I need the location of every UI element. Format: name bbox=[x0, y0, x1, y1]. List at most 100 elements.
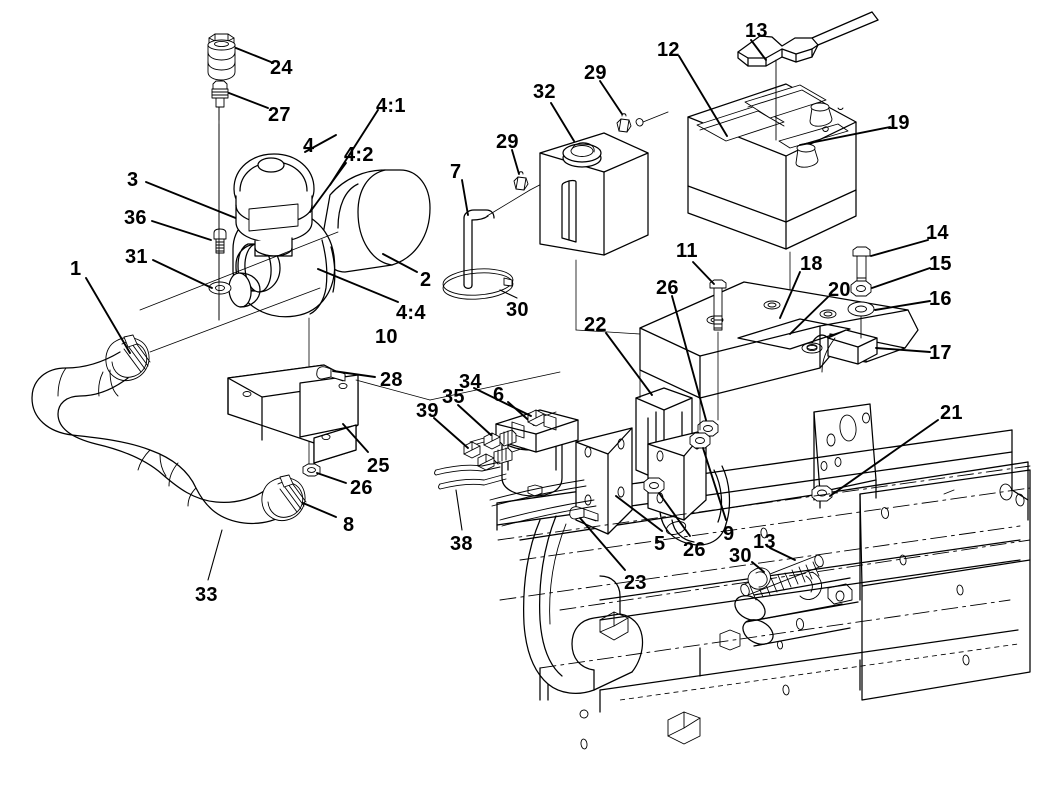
leader-14 bbox=[870, 239, 929, 257]
leader-4 bbox=[304, 134, 337, 153]
callout-6: 6 bbox=[493, 384, 505, 406]
leader-16 bbox=[874, 300, 931, 311]
callout-26c: 26 bbox=[683, 539, 706, 561]
callout-25: 25 bbox=[367, 455, 390, 477]
leader-13-a bbox=[750, 39, 767, 61]
part-4-air-cleaner bbox=[233, 153, 315, 257]
leader-34 bbox=[473, 387, 532, 417]
callout-30b: 30 bbox=[729, 545, 752, 567]
leader-21 bbox=[829, 419, 939, 497]
callout-36: 36 bbox=[124, 207, 147, 229]
callout-31: 31 bbox=[125, 246, 148, 268]
leader-20 bbox=[789, 296, 829, 335]
part-25-shield-bracket bbox=[227, 364, 359, 464]
part-2-muffler bbox=[321, 169, 431, 273]
callout-13b: 13 bbox=[753, 531, 776, 553]
part-30-cable-tie-a bbox=[442, 268, 514, 300]
callout-32: 32 bbox=[533, 81, 556, 103]
leader-7 bbox=[461, 179, 469, 216]
leader-1 bbox=[85, 277, 131, 354]
part-9-locknut bbox=[689, 432, 711, 449]
part-20-plate bbox=[737, 318, 851, 350]
callout-9: 9 bbox=[723, 523, 735, 545]
ref-diag-2 bbox=[355, 379, 431, 401]
leader-29-a bbox=[511, 149, 520, 175]
part-6-solenoid bbox=[495, 409, 579, 497]
part-1-hose-clamp bbox=[105, 334, 151, 382]
frame-ref-1 bbox=[497, 465, 1031, 541]
part-29-clamp-b bbox=[616, 111, 669, 133]
leader-26-b bbox=[658, 492, 691, 537]
part-13-cable-b bbox=[740, 554, 824, 601]
leader-13-b bbox=[769, 547, 796, 561]
leader-27 bbox=[228, 92, 269, 109]
part-31-washer bbox=[208, 281, 232, 295]
callout-4: 4 bbox=[303, 135, 315, 157]
part-33-radiator-hose bbox=[31, 351, 293, 525]
callout-5: 5 bbox=[654, 533, 666, 555]
part-16-washer bbox=[847, 301, 875, 317]
callout-4-4: 4:4 bbox=[396, 302, 426, 324]
leader-26-a bbox=[316, 472, 347, 484]
part-26-locknut-a bbox=[302, 463, 321, 477]
construction-line-b bbox=[139, 231, 339, 311]
leader-35 bbox=[457, 404, 492, 436]
callout-24: 24 bbox=[270, 57, 293, 79]
callout-23: 23 bbox=[624, 572, 647, 594]
part-24-cap bbox=[207, 33, 236, 81]
part-28-screw bbox=[316, 366, 346, 382]
callout-39: 39 bbox=[416, 400, 439, 422]
leader-15 bbox=[871, 267, 931, 289]
part-29-clamp-a bbox=[513, 171, 529, 191]
leader-38 bbox=[455, 489, 463, 531]
tank-hose-line bbox=[486, 189, 531, 217]
part-15-nut bbox=[850, 280, 872, 297]
part-7-dipstick-tube bbox=[463, 209, 495, 289]
bracket-edge bbox=[821, 337, 836, 373]
leader-17 bbox=[875, 347, 931, 353]
callout-19: 19 bbox=[887, 112, 910, 134]
leader-33 bbox=[207, 529, 223, 581]
part-8-hose-clamp bbox=[261, 474, 307, 522]
callout-27: 27 bbox=[268, 104, 291, 126]
callout-10: 10 bbox=[375, 326, 398, 348]
callout-26b: 26 bbox=[350, 477, 373, 499]
callout-12: 12 bbox=[657, 39, 680, 61]
leader-39 bbox=[433, 417, 469, 449]
part-32-expansion-tank bbox=[539, 132, 649, 256]
part-13-battery-cable-a bbox=[737, 11, 879, 67]
ref-diag-3 bbox=[575, 329, 641, 335]
callout-11: 11 bbox=[676, 240, 698, 262]
callout-13a: 13 bbox=[745, 20, 768, 42]
part-34-elbow-fitting bbox=[527, 409, 557, 427]
callout-20: 20 bbox=[828, 279, 851, 301]
callout-15: 15 bbox=[929, 253, 952, 275]
leader-36 bbox=[151, 220, 212, 241]
callout-4-2: 4:2 bbox=[344, 144, 374, 166]
frame-tubes bbox=[734, 577, 859, 647]
ref-diag-1 bbox=[429, 371, 561, 401]
callout-1: 1 bbox=[70, 258, 82, 280]
leader-5 bbox=[615, 495, 663, 532]
part-36-screw bbox=[213, 228, 227, 254]
leader-23 bbox=[579, 517, 626, 571]
callout-30a: 30 bbox=[506, 299, 529, 321]
leader-22 bbox=[605, 332, 653, 396]
part-39-fitting bbox=[463, 441, 525, 471]
part-26-locknut-b bbox=[643, 477, 665, 494]
part-38-hoses bbox=[434, 461, 597, 527]
part-11-bolt bbox=[709, 279, 727, 331]
leader-30-a bbox=[499, 289, 518, 299]
leader-4-2 bbox=[309, 162, 347, 213]
callout-29a: 29 bbox=[496, 131, 519, 153]
callout-26a: 26 bbox=[656, 277, 679, 299]
leader-2 bbox=[382, 253, 418, 273]
part-12-battery bbox=[687, 83, 857, 250]
callout-21: 21 bbox=[940, 402, 963, 424]
part-17-hold-down-bracket bbox=[801, 329, 878, 365]
callout-16: 16 bbox=[929, 288, 952, 310]
construction-line-c bbox=[149, 287, 321, 353]
fender-panel bbox=[523, 515, 644, 701]
